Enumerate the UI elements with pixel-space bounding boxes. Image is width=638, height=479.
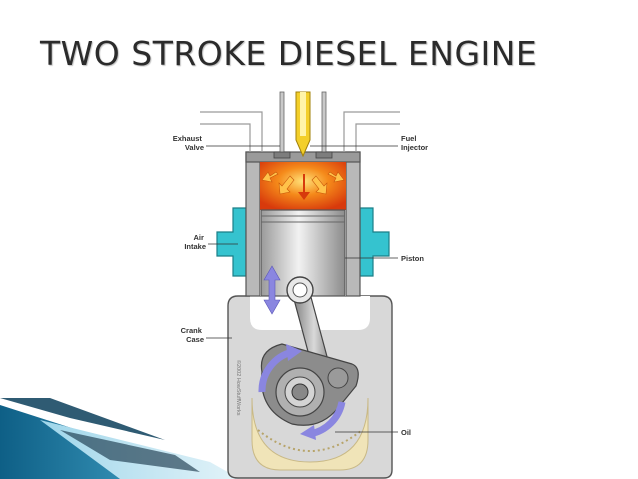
combustion-arrows xyxy=(261,171,345,200)
slide-title: TWO STROKE DIESEL ENGINE xyxy=(40,34,538,73)
label-crank-case: Crank Case xyxy=(181,326,204,344)
corner-ribbon xyxy=(0,398,240,479)
piston-motion-arrow xyxy=(263,265,281,315)
label-exhaust-valve: Exhaust Valve xyxy=(173,134,204,152)
exhaust-pipes xyxy=(200,111,400,152)
crankshaft xyxy=(260,343,359,426)
exhaust-valves xyxy=(273,91,333,159)
label-fuel-injector: Fuel Injector xyxy=(401,134,428,152)
oil-sump xyxy=(251,397,369,471)
copyright-text: ©2002 HowStuffWorks xyxy=(235,360,242,416)
leader-lines xyxy=(206,145,398,433)
fuel-injector xyxy=(295,91,311,158)
label-piston: Piston xyxy=(401,254,424,263)
label-oil: Oil xyxy=(401,428,411,437)
label-air-intake: Air Intake xyxy=(184,233,206,251)
